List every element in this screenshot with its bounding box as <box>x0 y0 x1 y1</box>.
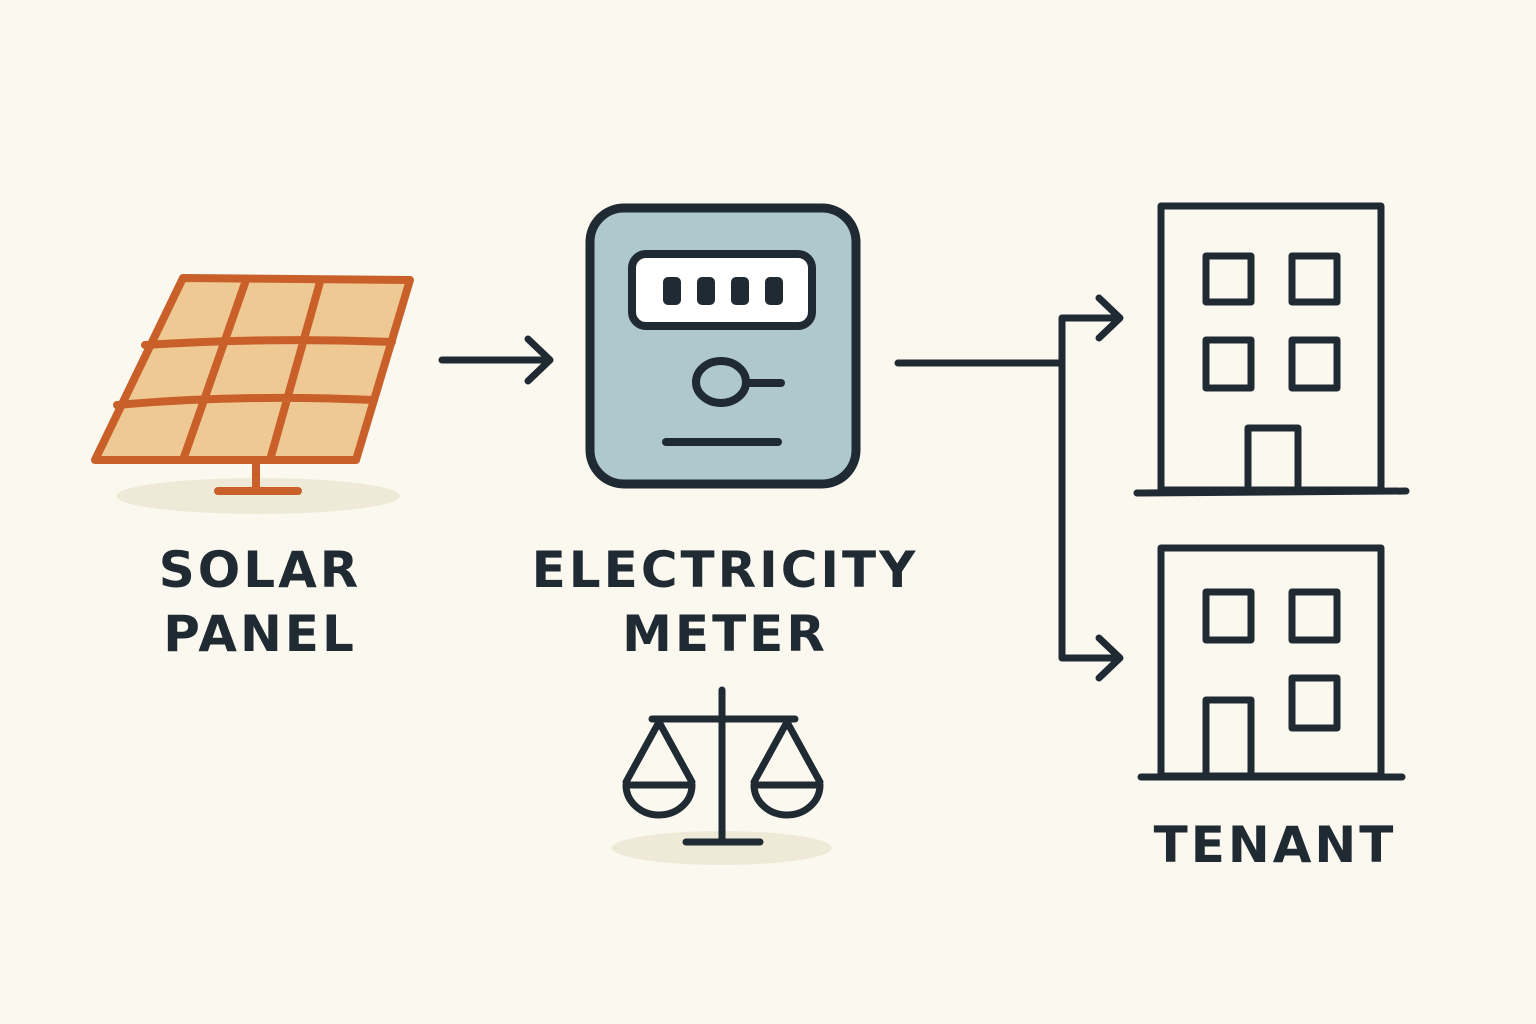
electricity-meter-label-line2: METER <box>622 605 828 663</box>
solar-panel-label: SOLAR PANEL <box>110 538 410 666</box>
tenant-label-text: TENANT <box>1153 816 1397 874</box>
building-icon <box>1137 544 1406 781</box>
solar-panel-label-line2: PANEL <box>163 605 357 663</box>
solar-panel-icon <box>91 274 414 514</box>
electricity-meter-icon <box>585 203 861 489</box>
tenant-label: TENANT <box>1125 813 1425 877</box>
scale-shadow <box>612 831 832 865</box>
electricity-meter-label: ELECTRICITY METER <box>520 538 930 666</box>
meter-display <box>628 250 816 330</box>
balance-scale-icon <box>612 686 832 865</box>
arrow-solar-to-meter <box>438 335 554 385</box>
solar-panel-grid <box>113 278 396 464</box>
meter-digits <box>663 277 783 305</box>
building-icon <box>1133 202 1410 497</box>
solar-panel-shadow <box>116 478 400 514</box>
solar-panel-label-line1: SOLAR <box>158 541 362 599</box>
arrows-meter-to-tenants <box>894 294 1124 682</box>
solar-panel-frame <box>91 274 414 464</box>
electricity-meter-label-line1: ELECTRICITY <box>531 541 919 599</box>
